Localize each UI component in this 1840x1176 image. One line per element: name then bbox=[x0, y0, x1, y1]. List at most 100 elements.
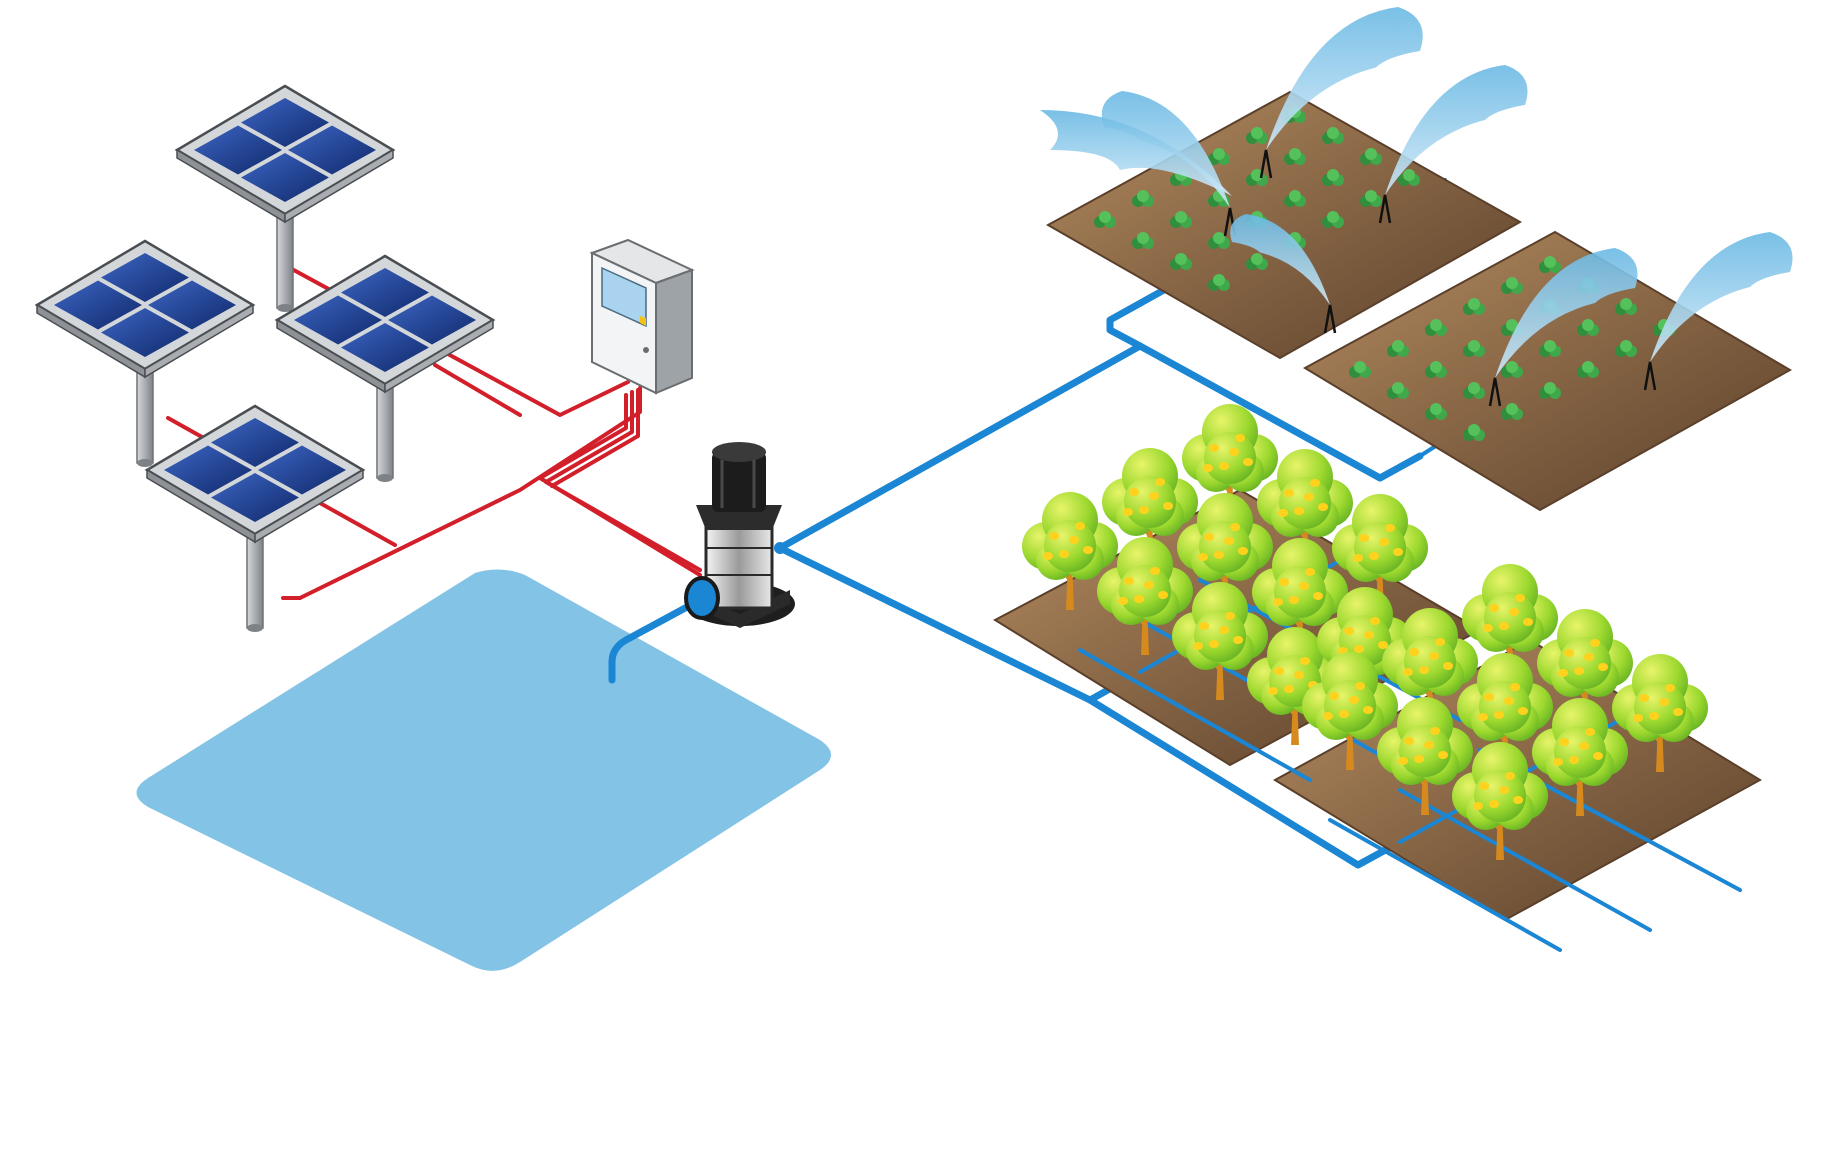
fruit bbox=[1364, 631, 1374, 639]
fruit-tree bbox=[1452, 742, 1548, 860]
fruit bbox=[1489, 604, 1499, 612]
fruit bbox=[1553, 758, 1563, 766]
fruit bbox=[1273, 598, 1283, 606]
crop-plant bbox=[1463, 340, 1485, 357]
fruit bbox=[1489, 800, 1499, 808]
fruit bbox=[1639, 694, 1649, 702]
fruit bbox=[1354, 645, 1364, 653]
fruit bbox=[1370, 617, 1380, 625]
crop-plant bbox=[1208, 232, 1230, 249]
fruit bbox=[1494, 711, 1504, 719]
fruit bbox=[1118, 597, 1128, 605]
panel-cell bbox=[294, 295, 382, 345]
water-spray bbox=[1650, 232, 1793, 362]
crop-plant bbox=[1170, 253, 1192, 270]
crop-plant bbox=[1322, 211, 1344, 228]
fruit bbox=[1579, 742, 1589, 750]
fruit bbox=[1598, 663, 1608, 671]
fruit bbox=[1144, 581, 1154, 589]
fruit bbox=[1504, 697, 1514, 705]
solar-panel-3 bbox=[274, 254, 496, 482]
fruit bbox=[1409, 648, 1419, 656]
sprinkler bbox=[1643, 232, 1793, 391]
fruit-tree bbox=[1332, 494, 1428, 612]
crop-plant bbox=[1284, 190, 1306, 207]
fruit bbox=[1209, 444, 1219, 452]
fruit bbox=[1414, 755, 1424, 763]
fruit-tree bbox=[1097, 537, 1193, 655]
fruit bbox=[1523, 618, 1533, 626]
crop-plant bbox=[1387, 382, 1409, 399]
sprinkler bbox=[1230, 214, 1337, 334]
fruit bbox=[1329, 692, 1339, 700]
fruit bbox=[1225, 612, 1235, 620]
fruit bbox=[1198, 553, 1208, 561]
crop-plant bbox=[1132, 232, 1154, 249]
pump-inlet bbox=[684, 576, 720, 620]
crop-plant bbox=[1501, 277, 1523, 294]
panel-cell bbox=[388, 295, 476, 345]
crop-plant bbox=[1360, 148, 1382, 165]
fruit bbox=[1385, 524, 1395, 532]
fruit bbox=[1224, 537, 1234, 545]
fruit bbox=[1305, 568, 1315, 576]
sprinkler bbox=[1488, 248, 1638, 407]
crop-plant bbox=[1463, 382, 1485, 399]
panel-cell bbox=[341, 323, 429, 372]
crop-plant bbox=[1425, 403, 1447, 420]
crop-plant bbox=[1539, 382, 1561, 399]
fruit-tree bbox=[1172, 582, 1268, 700]
fruit bbox=[1214, 551, 1224, 559]
fruit-tree bbox=[1537, 609, 1633, 727]
fruit-tree bbox=[1022, 492, 1118, 610]
fruit bbox=[1429, 652, 1439, 660]
fruit bbox=[1163, 502, 1173, 510]
fruit bbox=[1284, 685, 1294, 693]
fruit bbox=[1069, 536, 1079, 544]
fruit bbox=[1564, 649, 1574, 657]
crop-plant bbox=[1246, 253, 1268, 270]
fruit bbox=[1344, 627, 1354, 635]
fruit bbox=[1593, 752, 1603, 760]
crop-plant bbox=[1501, 403, 1523, 420]
fruit bbox=[1150, 567, 1160, 575]
crop-plant bbox=[1246, 127, 1268, 144]
solar-panel-1 bbox=[174, 84, 396, 312]
fruit bbox=[1243, 458, 1253, 466]
fruit bbox=[1518, 707, 1528, 715]
fruit bbox=[1075, 522, 1085, 530]
fruit bbox=[1515, 594, 1525, 602]
fruit bbox=[1129, 488, 1139, 496]
fruit bbox=[1379, 538, 1389, 546]
fruit bbox=[1349, 696, 1359, 704]
fruit bbox=[1203, 464, 1213, 472]
fruit bbox=[1665, 684, 1675, 692]
fruit bbox=[1585, 728, 1595, 736]
fruit bbox=[1633, 714, 1643, 722]
solar-panel-2 bbox=[34, 239, 256, 467]
fruit bbox=[1590, 639, 1600, 647]
panel-cell bbox=[101, 253, 189, 302]
fruit-tree bbox=[1382, 608, 1478, 726]
fruit-tree bbox=[1302, 652, 1398, 770]
fruit-tree bbox=[1462, 564, 1558, 682]
panel-cell bbox=[241, 153, 329, 202]
panel-cell bbox=[241, 98, 329, 147]
fruit bbox=[1139, 506, 1149, 514]
sprinkler-field-2 bbox=[1302, 230, 1793, 512]
fruit bbox=[1484, 693, 1494, 701]
crop-plant bbox=[1132, 190, 1154, 207]
crop-plant bbox=[1349, 361, 1371, 378]
fruit bbox=[1369, 552, 1379, 560]
fruit bbox=[1483, 624, 1493, 632]
fruit bbox=[1559, 738, 1569, 746]
fruit bbox=[1424, 741, 1434, 749]
fruit bbox=[1353, 554, 1363, 562]
panel-cell bbox=[341, 268, 429, 317]
fruit bbox=[1268, 687, 1278, 695]
fruit bbox=[1398, 757, 1408, 765]
fruit bbox=[1279, 578, 1289, 586]
fruit bbox=[1294, 671, 1304, 679]
fruit bbox=[1230, 523, 1240, 531]
fruit-tree bbox=[1612, 654, 1708, 772]
